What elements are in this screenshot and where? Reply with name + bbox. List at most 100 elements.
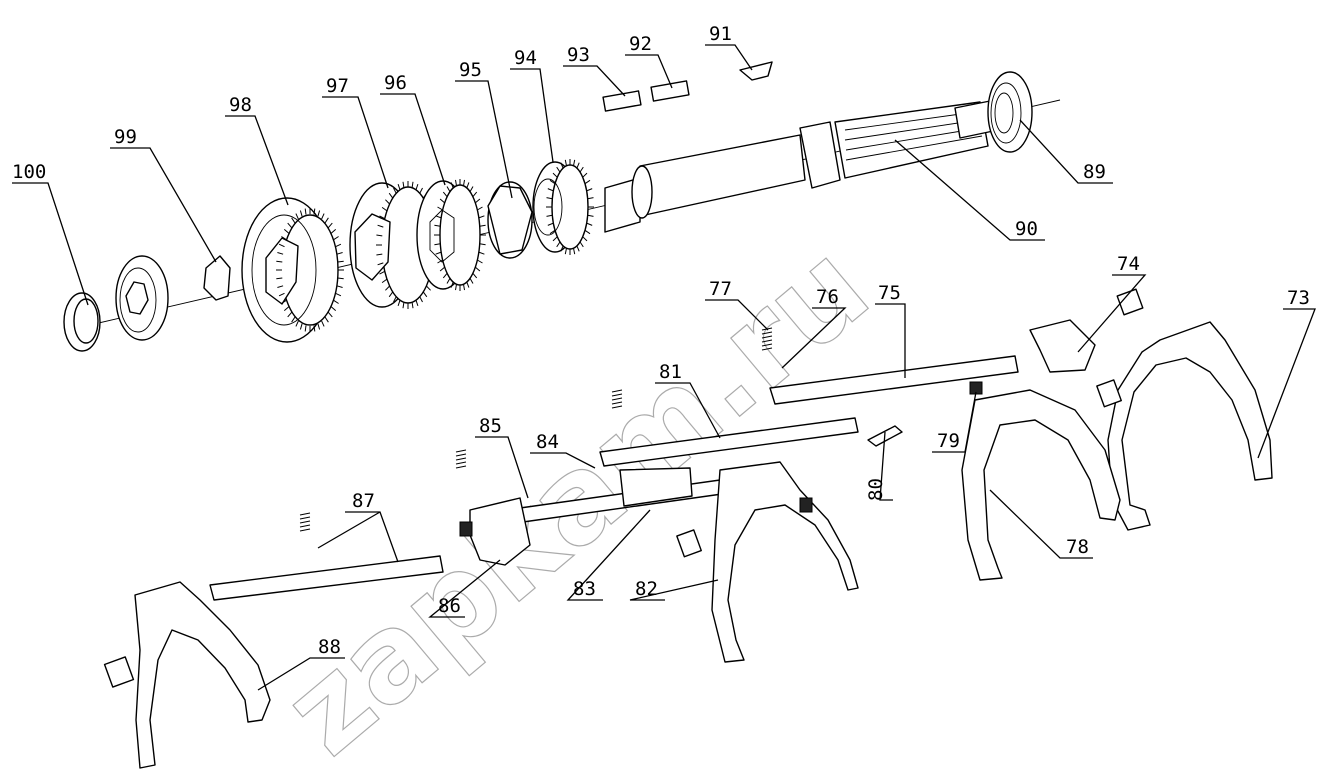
callout-94: 94 [514,47,537,69]
gear-tooth [385,285,390,291]
gear-tooth [584,179,591,185]
gear-tooth [411,302,414,309]
gear-tooth [586,222,593,226]
gear-tooth [376,253,383,256]
gear-tooth [388,291,394,298]
gear-tooth [435,215,442,219]
gear-tooth [450,182,454,189]
gear-tooth [434,224,441,227]
set-screws [103,288,1144,688]
gear-tooth [463,179,465,186]
gear-tooth [546,214,553,217]
gear-tooth [584,229,591,235]
callout-76: 76 [816,286,839,308]
gear-tooth [564,248,567,255]
gear-tooth [337,277,344,280]
gear-tooth [277,252,284,255]
gear-tooth [304,325,307,332]
gear-tooth [546,197,553,200]
gear-tooth [446,278,451,284]
callout-90: 90 [1015,218,1038,240]
gear-tooth [547,188,554,192]
callout-80: 80 [865,478,887,501]
gear-tooth [446,186,451,192]
callout-98: 98 [229,94,252,116]
gear-tooth [469,278,474,284]
gear-tooth [547,222,554,226]
gear-tooth [287,222,293,229]
shift-fork-78 [961,389,1121,581]
callout-79: 79 [937,430,960,452]
gear-tooth [333,299,339,304]
gear-tooth [335,292,342,297]
splined-shaft [604,99,999,233]
gear-tooth [469,186,474,192]
callout-95: 95 [459,59,482,81]
callout-91: 91 [709,23,732,45]
gear-tooth [304,208,307,215]
gear-tooth [477,206,483,211]
shift-rail-87 [209,555,444,601]
callout-87: 87 [352,490,375,512]
gear-tooth [281,236,287,241]
gear-tooth [333,236,339,241]
snap-ring [63,292,101,352]
gear-tooth [576,245,580,252]
gear-tooth [419,187,423,194]
gear-tooth [466,182,470,189]
gear-tooth [466,281,470,288]
gear-tooth [393,296,397,303]
gear-tooth [422,291,428,298]
gear-tooth [587,197,594,200]
gear-tooth [393,187,397,194]
shift-fork-82 [711,461,859,663]
callout-77: 77 [709,278,732,300]
gear-tooth [479,243,486,246]
gear-tooth [587,214,594,217]
callout-84: 84 [536,431,559,453]
gear-tooth [573,248,576,255]
gear-94 [532,159,594,255]
gear-tooth [376,234,383,237]
gear-tooth [379,215,386,220]
gear-tooth [478,215,485,219]
gear-tooth [299,210,303,217]
key-91 [739,61,773,81]
gear-tooth [415,183,419,190]
gear-tooth [564,159,567,166]
gear-tooth [276,277,283,280]
gear-tooth [472,191,478,198]
gear-tooth [582,172,588,178]
gear-tooth [474,198,481,204]
gear-tooth [324,217,329,224]
gear-tooth [442,272,448,279]
gear-tooth [434,243,441,246]
gear-tooth [437,259,443,264]
gear-tooth [450,281,454,288]
gear-tooth [549,229,556,235]
gear-tooth [455,284,457,291]
callout-73: 73 [1287,287,1310,309]
gear-tooth [552,236,558,242]
gear-tooth [277,285,284,288]
gear-tooth [317,323,321,330]
gear-tooth [283,229,290,234]
gear-tooth [330,306,337,311]
shift-fork-74 [1029,319,1096,373]
gear-96 [416,179,486,291]
gear-tooth [276,260,283,263]
gear-tooth [579,166,584,173]
gear-tooth [560,245,564,252]
gear-tooth [479,224,486,227]
callout-86: 86 [438,595,461,617]
spacer-ring [487,181,533,259]
gear-tooth [278,243,285,248]
callout-numbers: 100 99 98 97 96 95 94 93 92 91 90 89 88 … [12,23,1310,658]
gear-tooth [455,179,457,186]
callout-97: 97 [326,75,349,97]
callout-78: 78 [1066,536,1089,558]
gear-tooth [377,224,384,228]
gear-tooth [560,162,564,169]
gear-tooth [379,270,386,275]
